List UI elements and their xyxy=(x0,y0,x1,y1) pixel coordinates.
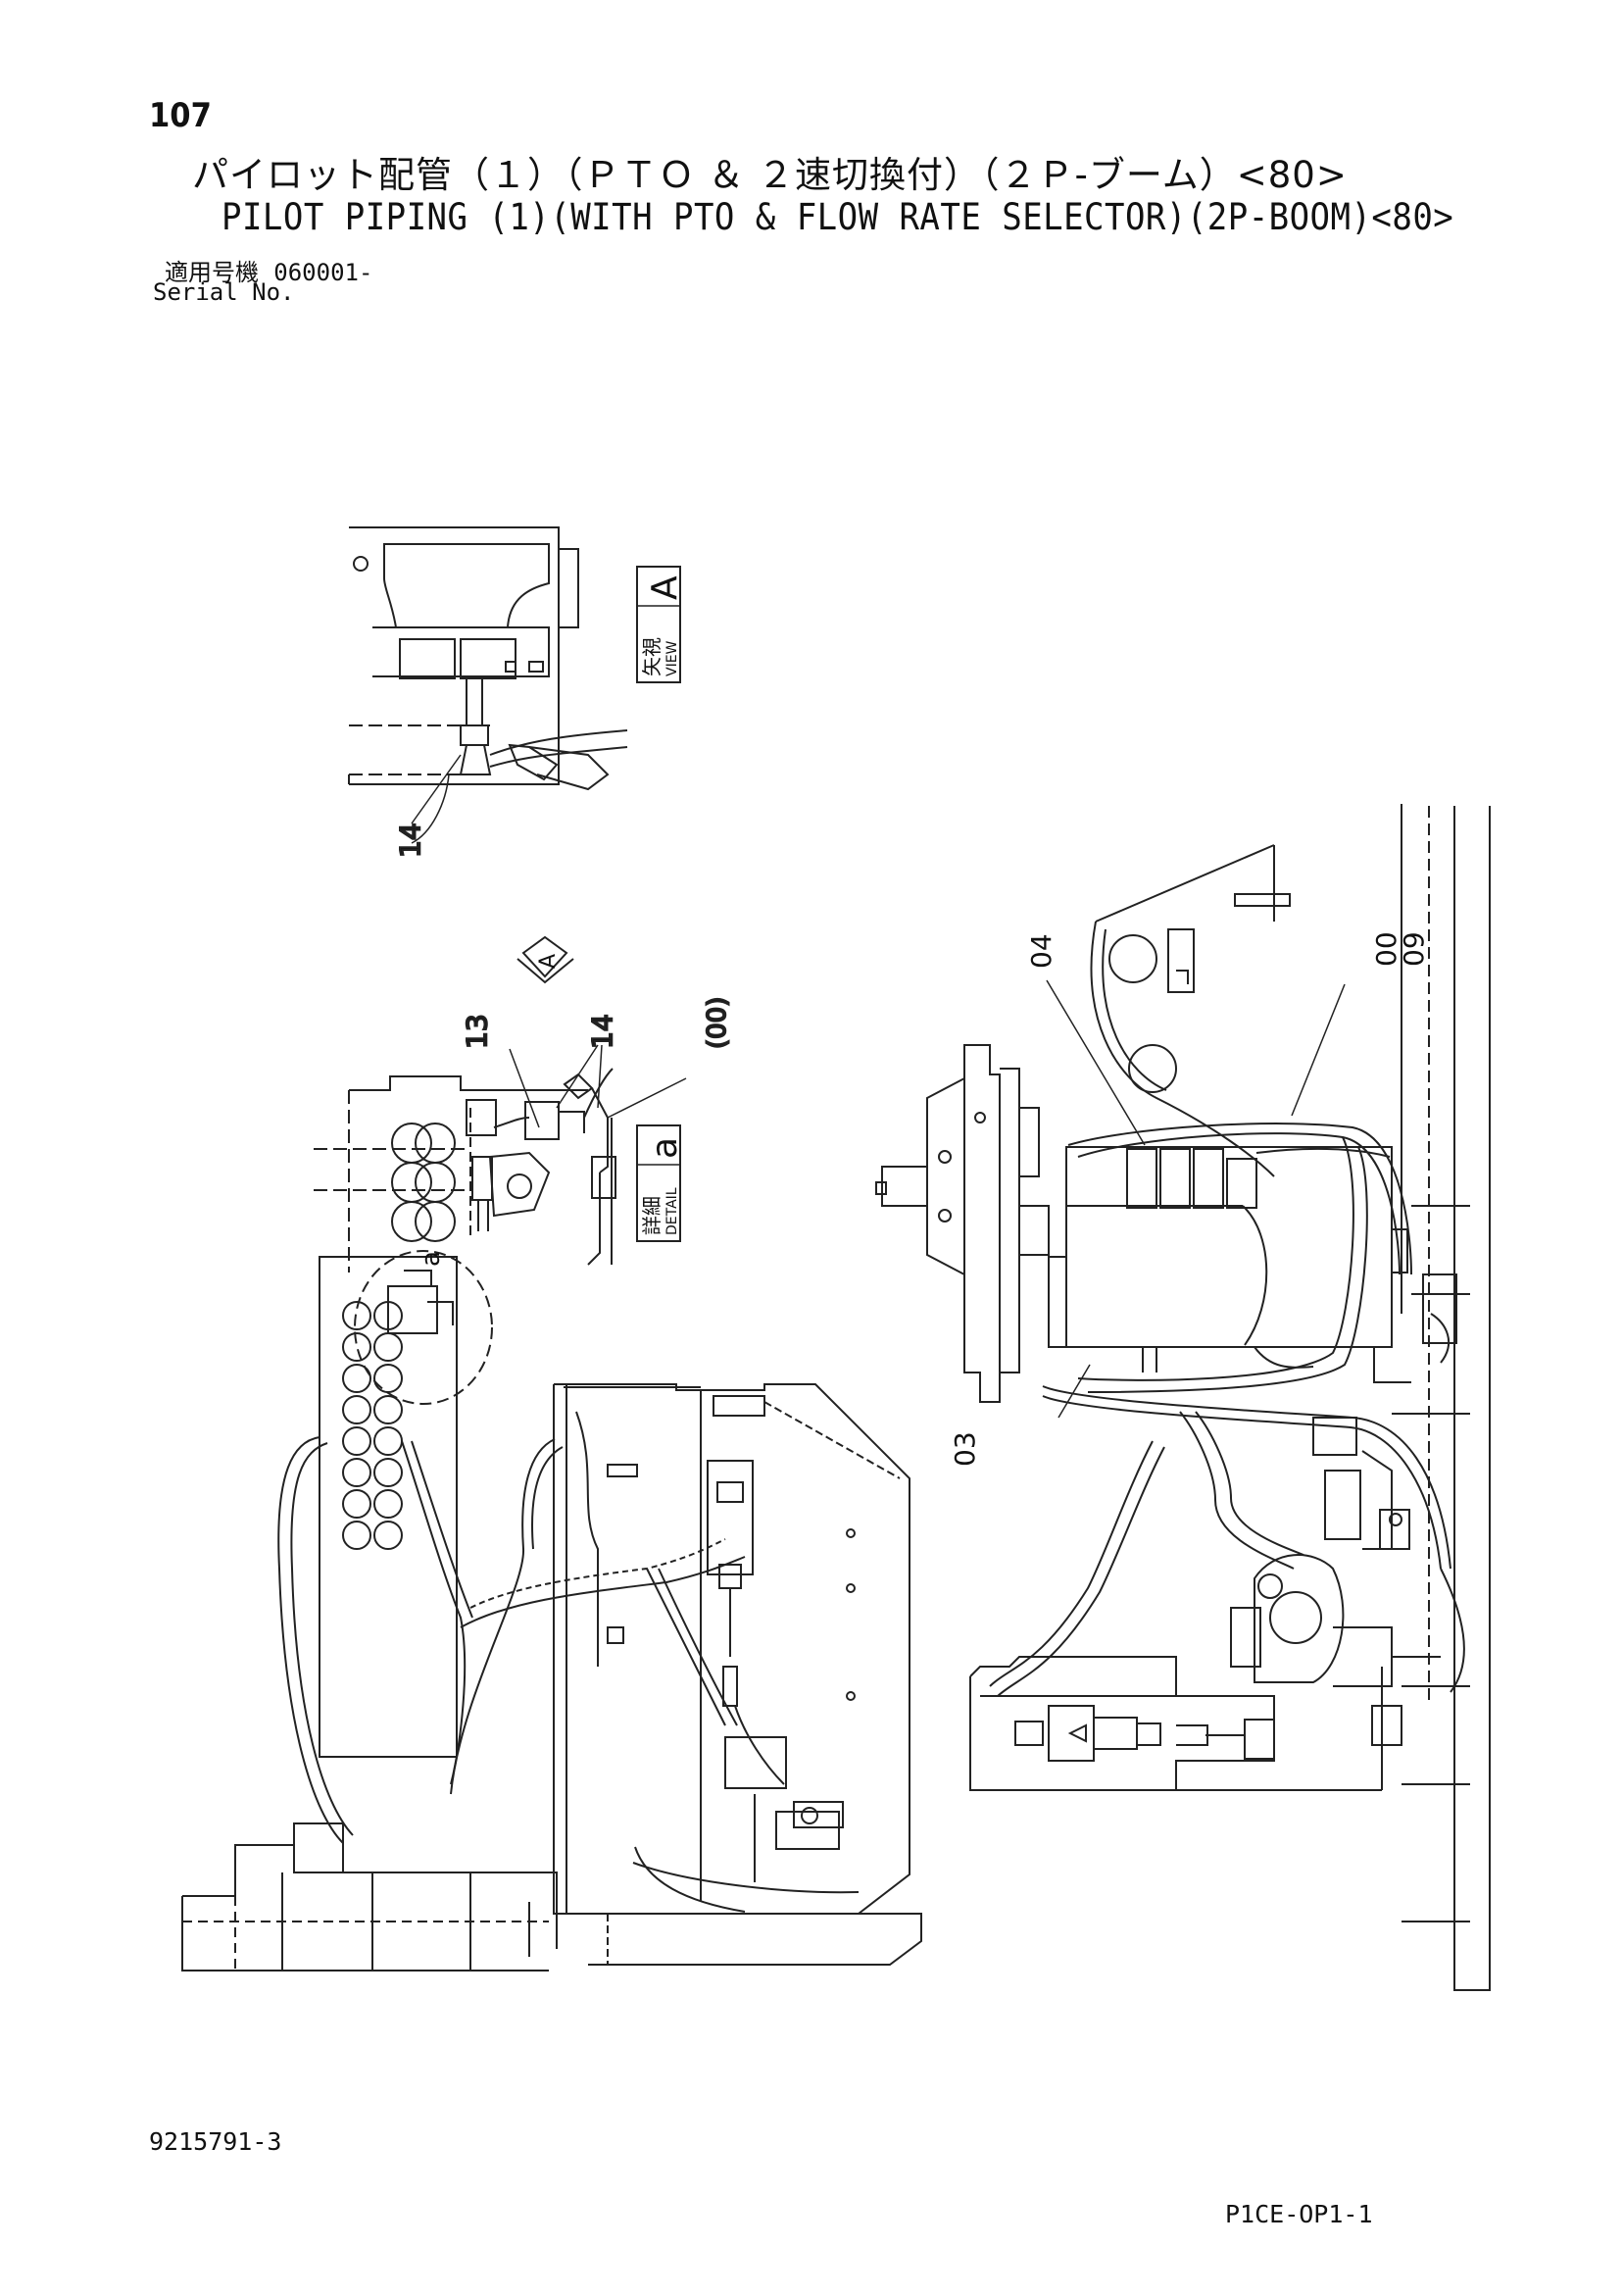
callout-00: 00 xyxy=(1370,931,1402,967)
page-number: 107 xyxy=(149,96,212,135)
detail-circle-letter: a xyxy=(417,1251,446,1267)
detail-callout-13: 13 xyxy=(461,1014,493,1049)
view-a-label-jp: 矢視 xyxy=(640,637,664,676)
detail-callout-00: (00) xyxy=(703,997,732,1049)
view-a-label-en: VIEW xyxy=(664,640,680,676)
view-a-callout-14: 14 xyxy=(394,823,426,858)
detail-a-label-box xyxy=(636,1124,681,1242)
detail-a-circle xyxy=(354,1250,493,1405)
detail-a-label-jp: 詳細 xyxy=(640,1196,664,1235)
detail-callout-14: 14 xyxy=(586,1014,618,1049)
view-arrow-a xyxy=(521,935,568,978)
page-code: P1CE-OP1-1 xyxy=(1225,2200,1373,2228)
detail-a-drawing xyxy=(314,1044,687,1273)
serial-label-jp: 適用号機 xyxy=(165,259,259,286)
view-arrow-letter: A xyxy=(536,954,561,969)
serial-applicability: 適用号機 060001- xyxy=(165,253,372,287)
view-a-label-box xyxy=(636,566,681,683)
title-japanese: パイロット配管（１）（ＰＴＯ ＆ ２速切換付）（２Ｐ-ブーム）<80> xyxy=(192,154,1348,196)
lower-left-assembly xyxy=(181,1250,922,1972)
title-english: PILOT PIPING (1)(WITH PTO & FLOW RATE SE… xyxy=(221,196,1454,238)
callout-04: 04 xyxy=(1025,933,1057,969)
detail-a-label-en: DETAIL xyxy=(664,1187,680,1235)
callout-09: 09 xyxy=(1398,931,1430,967)
detail-a-letter: a xyxy=(645,1137,685,1159)
right-assembly xyxy=(875,804,1491,1991)
view-a-drawing xyxy=(348,526,628,844)
serial-value: 060001- xyxy=(273,259,373,286)
drawing-number: 9215791-3 xyxy=(149,2127,282,2156)
view-a-letter: A xyxy=(645,575,685,600)
callout-03: 03 xyxy=(949,1431,981,1467)
serial-label-en: Serial No. xyxy=(153,278,295,306)
